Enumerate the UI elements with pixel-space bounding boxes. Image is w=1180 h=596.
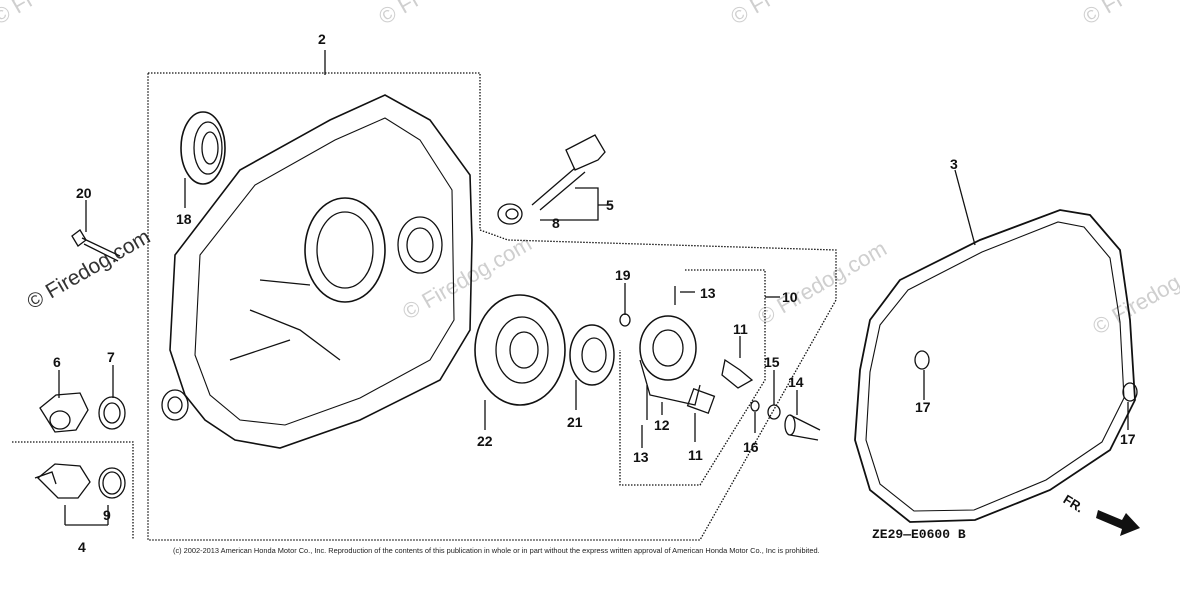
part-label-2: 2 bbox=[318, 31, 326, 47]
part-label-21: 21 bbox=[567, 414, 583, 430]
part-label-13a: 13 bbox=[700, 285, 716, 301]
part-label-17a: 17 bbox=[915, 399, 931, 415]
part-label-16: 16 bbox=[743, 439, 759, 455]
diagram-code: ZE29—E0600 B bbox=[872, 527, 966, 542]
copyright-notice: (c) 2002-2013 American Honda Motor Co., … bbox=[173, 546, 820, 555]
part-label-20: 20 bbox=[76, 185, 92, 201]
part-label-9: 9 bbox=[103, 507, 111, 523]
part-label-13b: 13 bbox=[633, 449, 649, 465]
part-label-15: 15 bbox=[764, 354, 780, 370]
part-label-18: 18 bbox=[176, 211, 192, 227]
part-label-5: 5 bbox=[606, 197, 614, 213]
part-label-11b: 11 bbox=[688, 447, 703, 463]
part-label-3: 3 bbox=[950, 156, 958, 172]
part-label-4: 4 bbox=[78, 539, 86, 555]
gasket bbox=[854, 209, 1136, 523]
part-label-10: 10 bbox=[782, 289, 798, 305]
part-label-11a: 11 bbox=[733, 321, 748, 337]
front-arrow-icon bbox=[1096, 510, 1140, 536]
group-outline-4 bbox=[12, 441, 134, 540]
part-label-12: 12 bbox=[654, 417, 670, 433]
part-label-14: 14 bbox=[788, 374, 804, 390]
crankcase-cover bbox=[169, 94, 473, 449]
part-label-22: 22 bbox=[477, 433, 493, 449]
part-label-8: 8 bbox=[552, 215, 560, 231]
part-label-6: 6 bbox=[53, 354, 61, 370]
part-label-7: 7 bbox=[107, 349, 115, 365]
group-outline-2 bbox=[147, 72, 837, 541]
part-label-17b: 17 bbox=[1120, 431, 1136, 447]
part-label-19: 19 bbox=[615, 267, 631, 283]
group-outline-10 bbox=[619, 269, 766, 486]
